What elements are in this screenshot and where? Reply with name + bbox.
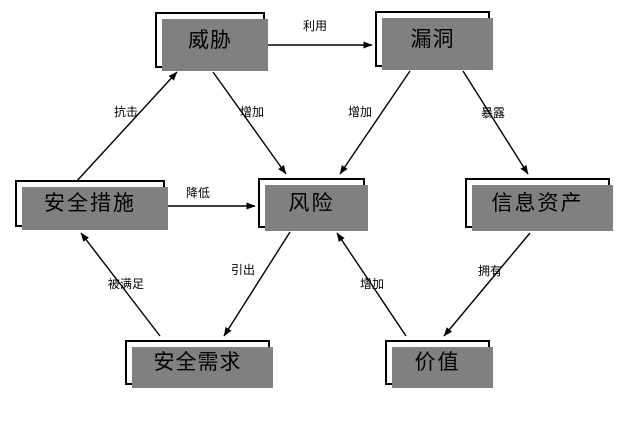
node-threat-label: 威胁 (188, 27, 232, 52)
node-value-label: 价值 (414, 350, 461, 374)
node-value[interactable]: 价值 (385, 340, 493, 388)
edge-label-reduce: 降低 (186, 186, 211, 200)
edge-increase-vuln-risk (339, 70, 411, 175)
node-vulnerability-label: 漏洞 (410, 26, 455, 51)
edge-label-derive: 引出 (231, 263, 256, 277)
node-requirement[interactable]: 安全需求 (125, 340, 273, 388)
edge-label-increase-value-risk: 增加 (360, 277, 385, 291)
edge-resist (74, 71, 178, 184)
edge-label-increase-vuln-risk: 增加 (348, 105, 373, 119)
node-asset[interactable]: 信息资产 (465, 178, 613, 231)
edge-increase-threat-risk (212, 71, 287, 175)
node-requirement-label: 安全需求 (153, 350, 242, 374)
node-safeguard[interactable]: 安全措施 (15, 180, 168, 230)
edge-label-own: 拥有 (478, 264, 503, 278)
edge-derive (223, 231, 291, 337)
edge-label-resist: 抗击 (114, 105, 139, 119)
node-risk-label: 风险 (288, 190, 335, 215)
edge-label-satisfied: 被满足 (108, 277, 145, 291)
edge-expose (462, 70, 529, 175)
node-safeguard-label: 安全措施 (44, 191, 136, 215)
node-vulnerability[interactable]: 漏洞 (375, 11, 493, 70)
edge-label-exploit: 利用 (303, 19, 328, 33)
node-threat[interactable]: 威胁 (155, 12, 268, 71)
edge-own (443, 232, 531, 337)
node-risk[interactable]: 风险 (258, 178, 368, 231)
node-asset-label: 信息资产 (491, 190, 584, 215)
edge-label-increase-threat-risk: 增加 (240, 105, 265, 119)
edge-label-expose: 暴露 (481, 106, 506, 120)
edge-satisfied (80, 232, 161, 337)
edge-increase-value-risk (336, 232, 407, 337)
